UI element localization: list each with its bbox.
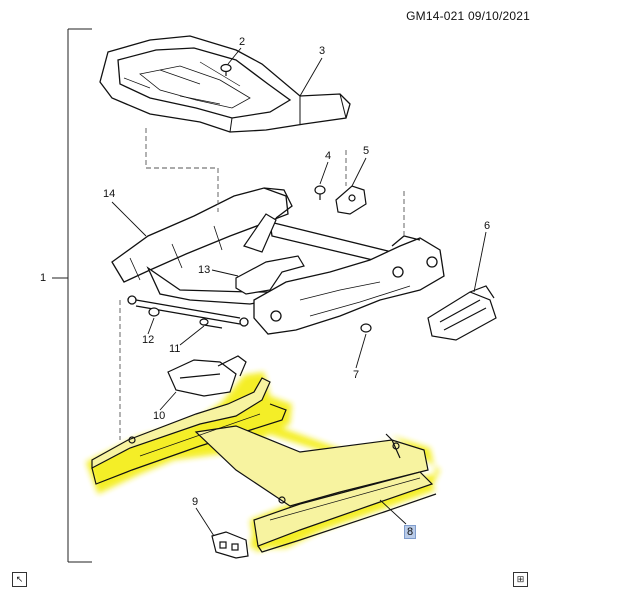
key-icon[interactable]: ↖ — [12, 572, 27, 587]
motor-assembly-item-10 — [167, 355, 247, 397]
leader-lines — [111, 47, 487, 537]
diagram-icon[interactable]: ⊞ — [513, 572, 528, 587]
callout-9: 9 — [192, 496, 199, 508]
callout-14: 14 — [103, 188, 116, 200]
nut-item-7 — [360, 323, 372, 333]
callout-2: 2 — [239, 36, 246, 48]
callout-7: 7 — [353, 369, 360, 381]
seat-frame — [111, 187, 445, 335]
bracket-item-9 — [211, 531, 249, 559]
alignment-lines — [119, 128, 405, 440]
callout-5: 5 — [363, 145, 370, 157]
callout-10: 10 — [153, 410, 166, 422]
callout-4: 4 — [325, 150, 332, 162]
seat-adjuster-tracks — [91, 377, 437, 553]
bolt-item-11 — [199, 318, 223, 329]
motor-item-6 — [427, 285, 497, 341]
callout-8: 8 — [404, 525, 417, 539]
link-bracket-item-13 — [235, 213, 305, 295]
diagram-reference-code: GM14-021 09/10/2021 — [406, 9, 530, 23]
callout-11: 11 — [169, 343, 181, 355]
assembly-bracket — [52, 28, 92, 563]
nut-item-4 — [314, 185, 326, 200]
callout-1: 1 — [40, 272, 47, 284]
bolt-item-12 — [148, 307, 160, 317]
callout-12: 12 — [142, 334, 155, 346]
screw-item-2 — [220, 63, 232, 76]
bracket-item-5 — [335, 185, 367, 215]
callout-3: 3 — [319, 45, 326, 57]
callout-13: 13 — [198, 264, 211, 276]
callout-6: 6 — [484, 220, 491, 232]
seat-cushion-pan — [99, 35, 351, 133]
